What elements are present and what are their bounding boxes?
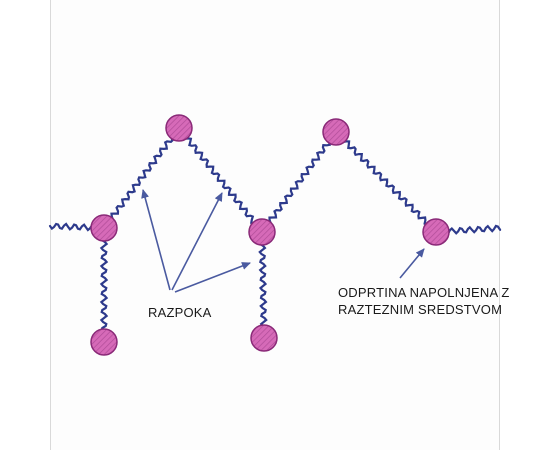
opening-arrow — [399, 248, 425, 279]
polymer-chain-segment — [176, 126, 266, 232]
hatched-circle-node-icon — [165, 114, 193, 142]
polymer-chain-segment — [102, 125, 179, 230]
polymer-chain-segment — [99, 226, 109, 344]
crack-label: RAZPOKA — [148, 305, 212, 320]
hatched-circle-node-icon — [422, 218, 450, 246]
hatched-circle-node-icon — [90, 214, 118, 242]
hatched-circle-node-icon — [90, 328, 118, 356]
crack-arrow-left — [141, 189, 171, 291]
crosslink-nodes — [90, 114, 450, 356]
opening-label-line-1: ODPRTINA NAPOLNJENA Z — [338, 285, 510, 300]
panel-border-right — [499, 0, 500, 450]
crack-arrow-middle — [171, 192, 223, 291]
polymer-chain-segment — [257, 230, 268, 340]
polymer-chain-segment — [334, 130, 439, 233]
hatched-circle-node-icon — [322, 118, 350, 146]
hatched-circle-node-icon — [250, 324, 278, 352]
panel-border-left — [50, 0, 51, 450]
hatched-circle-node-icon — [248, 218, 276, 246]
crack-arrow-right — [174, 262, 251, 293]
opening-label-line-2: RAZTEZNIM SREDSTVOM — [338, 302, 503, 317]
polymer-chain-segment — [260, 129, 337, 234]
opening-label: ODPRTINA NAPOLNJENA Z RAZTEZNIM SREDSTVO… — [338, 284, 510, 318]
arrows — [141, 189, 425, 293]
